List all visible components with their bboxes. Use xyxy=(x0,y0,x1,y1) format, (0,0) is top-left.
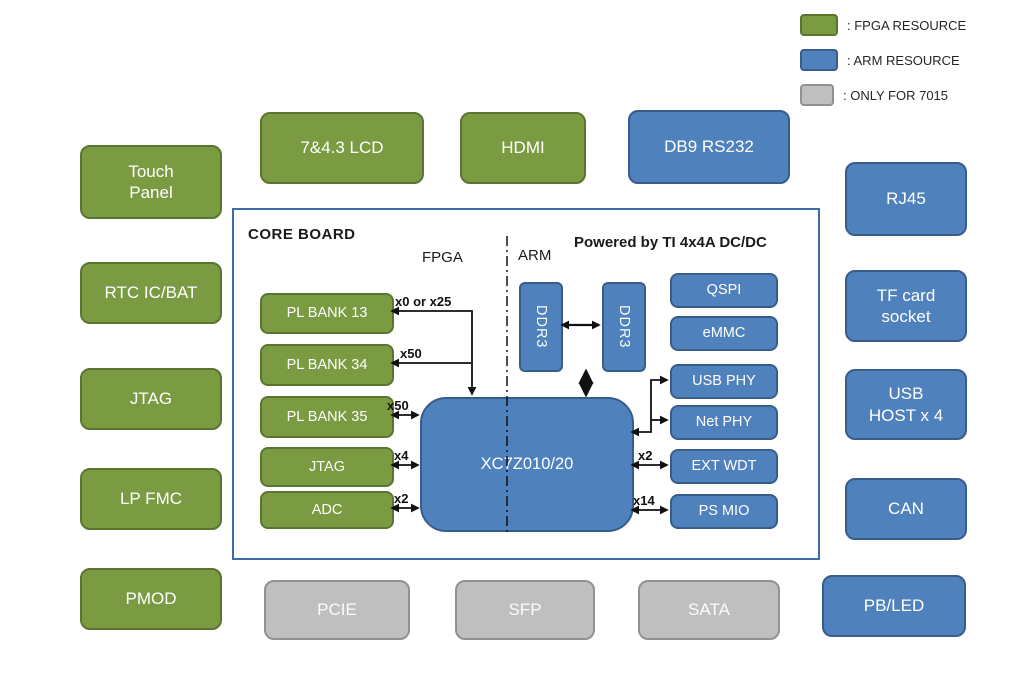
bus-label-ext-wdt: x2 xyxy=(638,448,653,463)
legend-item-arm: : ARM RESOURCE xyxy=(800,49,960,71)
box-lcd: 7&4.3 LCD xyxy=(260,112,424,184)
box-rj45: RJ45 xyxy=(845,162,967,236)
block-ddr3-left: DDR3 xyxy=(519,282,563,372)
bus-label-jtag: x4 xyxy=(394,448,409,463)
block-net-phy: Net PHY xyxy=(670,405,778,440)
box-rtc-ic-bat: RTC IC/BAT xyxy=(80,262,222,324)
box-sfp: SFP xyxy=(455,580,595,640)
block-adc: ADC xyxy=(260,491,394,529)
box-sata: SATA xyxy=(638,580,780,640)
block-ext-wdt: EXT WDT xyxy=(670,449,778,484)
legend-label-7015: : ONLY FOR 7015 xyxy=(843,87,949,103)
box-pmod: PMOD xyxy=(80,568,222,630)
bus-label-plbank34: x50 xyxy=(400,346,422,361)
bus-label-ps-mio: x14 xyxy=(633,493,655,508)
box-touch-panel: Touch Panel xyxy=(80,145,222,219)
block-emmc: eMMC xyxy=(670,316,778,351)
bus-label-plbank35: x50 xyxy=(387,398,409,413)
box-hdmi: HDMI xyxy=(460,112,586,184)
power-note: Powered by TI 4x4A DC/DC xyxy=(574,234,767,251)
box-db9-rs232: DB9 RS232 xyxy=(628,110,790,184)
box-can: CAN xyxy=(845,478,967,540)
box-usb-host: USB HOST x 4 xyxy=(845,369,967,440)
chip-xc7z010-20: XC7Z010/20 xyxy=(420,397,634,532)
bus-label-plbank13: x0 or x25 xyxy=(395,294,452,309)
block-ps-mio: PS MIO xyxy=(670,494,778,529)
fpga-side-label: FPGA xyxy=(422,249,463,266)
block-pl-bank-13: PL BANK 13 xyxy=(260,293,394,334)
box-jtag: JTAG xyxy=(80,368,222,430)
fpga-color-swatch xyxy=(800,14,838,36)
legend-item-fpga: : FPGA RESOURCE xyxy=(800,14,966,36)
block-usb-phy: USB PHY xyxy=(670,364,778,399)
block-pl-bank-35: PL BANK 35 xyxy=(260,396,394,438)
box-tf-card-socket: TF card socket xyxy=(845,270,967,342)
block-ddr3-right: DDR3 xyxy=(602,282,646,372)
legend-label-fpga: : FPGA RESOURCE xyxy=(847,17,967,33)
box-lp-fmc: LP FMC xyxy=(80,468,222,530)
box-pcie: PCIE xyxy=(264,580,410,640)
block-jtag-internal: JTAG xyxy=(260,447,394,487)
core-board-title: CORE BOARD xyxy=(248,226,356,243)
only-7015-color-swatch xyxy=(800,84,834,106)
legend-item-7015: : ONLY FOR 7015 xyxy=(800,84,948,106)
chip-usb-phy-line xyxy=(630,375,669,437)
legend-label-arm: : ARM RESOURCE xyxy=(847,52,960,68)
arm-color-swatch xyxy=(800,49,838,71)
box-pb-led: PB/LED xyxy=(822,575,966,637)
core-board: CORE BOARD FPGA ARM Powered by TI 4x4A D… xyxy=(232,208,820,560)
block-pl-bank-34: PL BANK 34 xyxy=(260,344,394,386)
block-qspi: QSPI xyxy=(670,273,778,308)
arm-side-label: ARM xyxy=(518,247,552,264)
bus-label-adc: x2 xyxy=(394,491,409,506)
